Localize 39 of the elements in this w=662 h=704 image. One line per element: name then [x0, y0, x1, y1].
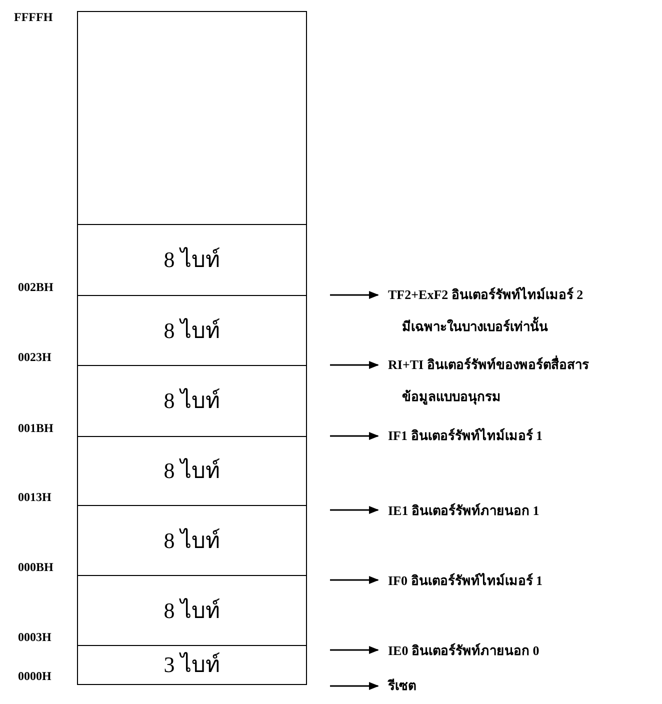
address-label: 001BH: [18, 422, 54, 434]
vector-description: IF1 อินเตอร์รัพท์ไทม์เมอร์ 1: [388, 426, 544, 445]
address-label: 0003H: [18, 631, 52, 643]
arrow: [330, 361, 379, 369]
cell-size-text: 8 ไบท์: [164, 390, 220, 412]
memory-cell: [77, 365, 307, 437]
arrow: [330, 432, 379, 440]
vector-description: รีเซต: [388, 677, 417, 695]
memory-cell: [77, 575, 307, 646]
vector-description: ข้อมูลแบบอนุกรม: [401, 388, 502, 407]
arrow: [330, 506, 379, 514]
memory-cell: [77, 645, 307, 685]
cell-size-text: 3 ไบท์: [164, 654, 220, 676]
address-label: 0013H: [18, 491, 52, 503]
cell-size-text: 8 ไบท์: [164, 320, 220, 342]
cell-size-text: 8 ไบท์: [164, 249, 220, 271]
address-label: 0000H: [18, 670, 52, 682]
memory-cell: [77, 11, 307, 225]
address-label: 0023H: [18, 351, 52, 363]
arrow: [330, 682, 379, 690]
vector-description: IF0 อินเตอร์รัพท์ไทม์เมอร์ 1: [388, 572, 544, 590]
address-label: FFFFH: [14, 11, 53, 23]
vector-description: RI+TI อินเตอร์รัพท์ของพอร์ตสื่อสาร: [388, 354, 590, 374]
address-label: 000BH: [18, 561, 54, 573]
memory-cell: [77, 436, 307, 506]
vector-description: IE1 อินเตอร์รัพท์ภายนอก 1: [388, 502, 540, 520]
arrow: [330, 576, 379, 584]
memory-cell: [77, 505, 307, 576]
vector-description: มีเฉพาะในบางเบอร์เท่านั้น: [388, 316, 660, 338]
address-label: 002BH: [18, 281, 54, 293]
arrow: [330, 646, 379, 654]
memory-cell: [77, 295, 307, 366]
cell-size-text: 8 ไบท์: [164, 530, 220, 552]
memory-cell: [77, 224, 307, 296]
cell-size-text: 8 ไบท์: [164, 460, 220, 482]
vector-description: TF2+ExF2 อินเตอร์รัพท์ไทม์เมอร์ 2: [388, 286, 584, 304]
arrow: [330, 291, 379, 299]
vector-description: IE0 อินเตอร์รัพท์ภายนอก 0: [388, 642, 540, 660]
cell-size-text: 8 ไบท์: [164, 600, 220, 622]
